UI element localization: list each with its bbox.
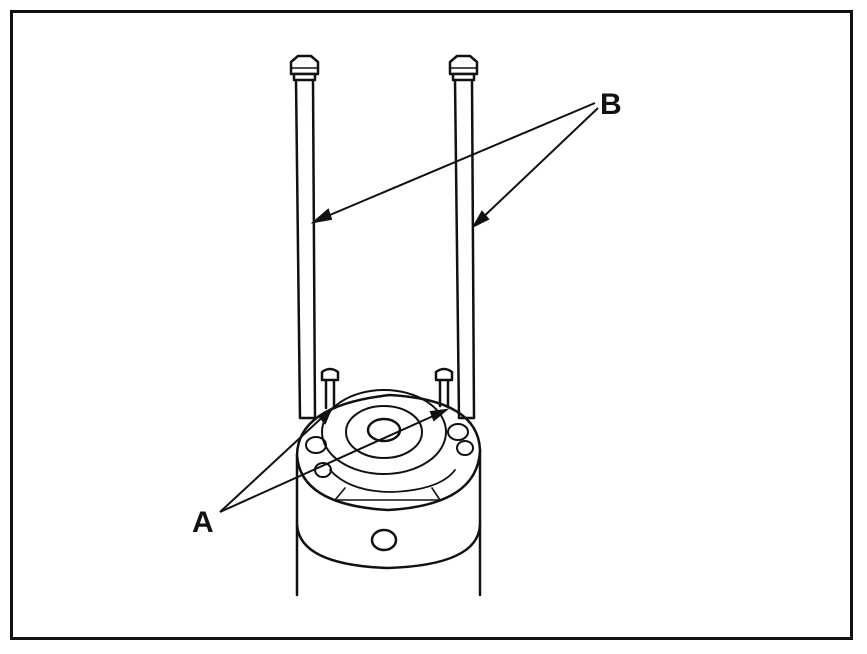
- long-bolt-left: [289, 54, 320, 420]
- leader-line-a-left: [219, 406, 334, 513]
- housing-top: [295, 389, 482, 512]
- short-screw-left: [320, 367, 340, 410]
- housing-side-hole: [370, 528, 398, 552]
- mount-hole-right-lower: [456, 440, 474, 456]
- long-bolt-right: [448, 54, 479, 420]
- leader-line-b-left: [310, 102, 596, 224]
- callout-label-a: A: [192, 506, 214, 539]
- leader-line-b-right: [471, 107, 599, 229]
- leader-line-a-right: [219, 408, 450, 513]
- mount-hole-left: [305, 436, 327, 454]
- callout-label-b: B: [600, 88, 622, 121]
- mount-hole-right: [447, 423, 469, 441]
- short-screw-right: [434, 367, 454, 408]
